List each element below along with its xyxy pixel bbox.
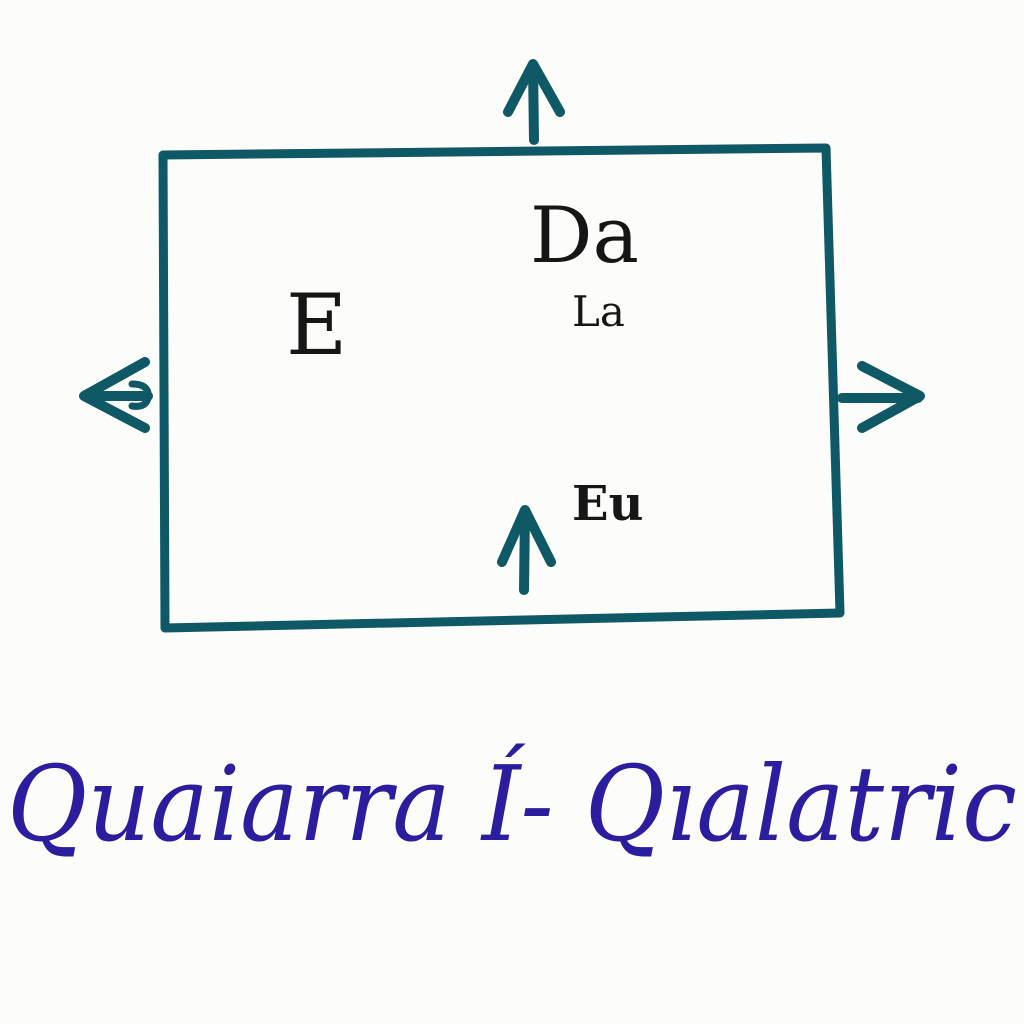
caption: Quaiarra Í- Qıalatric [7, 742, 1017, 865]
arrow-right-icon [837, 361, 925, 433]
top-right-sublabel: La [572, 287, 625, 336]
arrow-left-icon [79, 357, 153, 433]
bottom-label: Eu [572, 476, 643, 532]
arrow-up-inner-icon [497, 505, 556, 595]
left-label: E [286, 276, 347, 374]
arrow-up-icon [503, 59, 565, 145]
top-right-label: Da [530, 191, 639, 281]
main-box [158, 143, 845, 633]
